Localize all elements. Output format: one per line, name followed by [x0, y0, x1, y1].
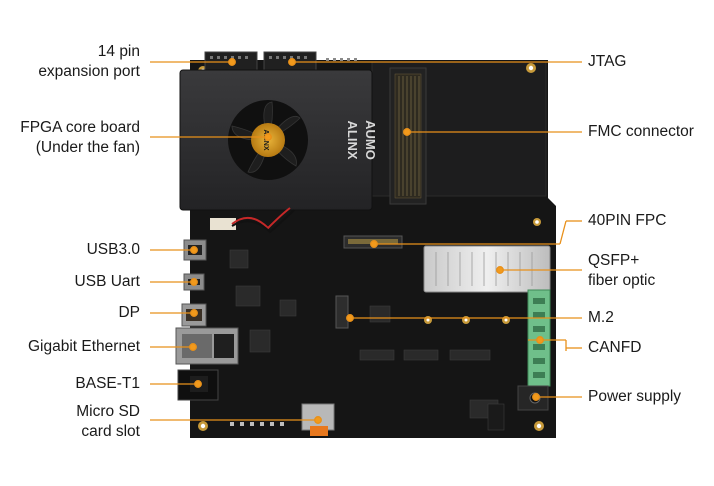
ethernet-port — [175, 327, 239, 365]
small-pads — [230, 422, 284, 426]
label-base-t1: BASE-T1 — [75, 375, 140, 392]
label-canfd: CANFD — [588, 339, 642, 356]
heatsink-model: AUMO — [363, 120, 378, 160]
fmc-connector — [389, 67, 427, 205]
board-components — [229, 249, 505, 431]
label-fpc-40pin: 40PIN FPC — [588, 212, 667, 229]
label-dp: DP — [118, 304, 140, 321]
label-usb-uart: USB Uart — [74, 273, 140, 290]
label-jtag: JTAG — [588, 53, 627, 70]
power-jack — [517, 385, 549, 411]
callout-lines — [150, 58, 582, 424]
label-fmc-connector: FMC connector — [588, 123, 694, 140]
heatsink-brand: ALINX — [345, 121, 360, 160]
label-qsfp: QSFP+fiber optic — [588, 252, 656, 289]
label-power-supply: Power supply — [588, 388, 682, 405]
jtag-header-pads — [326, 58, 357, 61]
m2-slot — [335, 295, 510, 329]
heatsink: ALINX ALINX AUMO — [179, 69, 378, 211]
fan-logo: ALINX — [262, 130, 269, 151]
qsfp-cage — [423, 245, 551, 293]
label-fpga-core-board: FPGA core board(Under the fan) — [20, 119, 140, 156]
label-gigabit-ethernet: Gigabit Ethernet — [27, 338, 140, 355]
label-usb3: USB3.0 — [86, 241, 140, 258]
label-m2: M.2 — [588, 309, 614, 326]
